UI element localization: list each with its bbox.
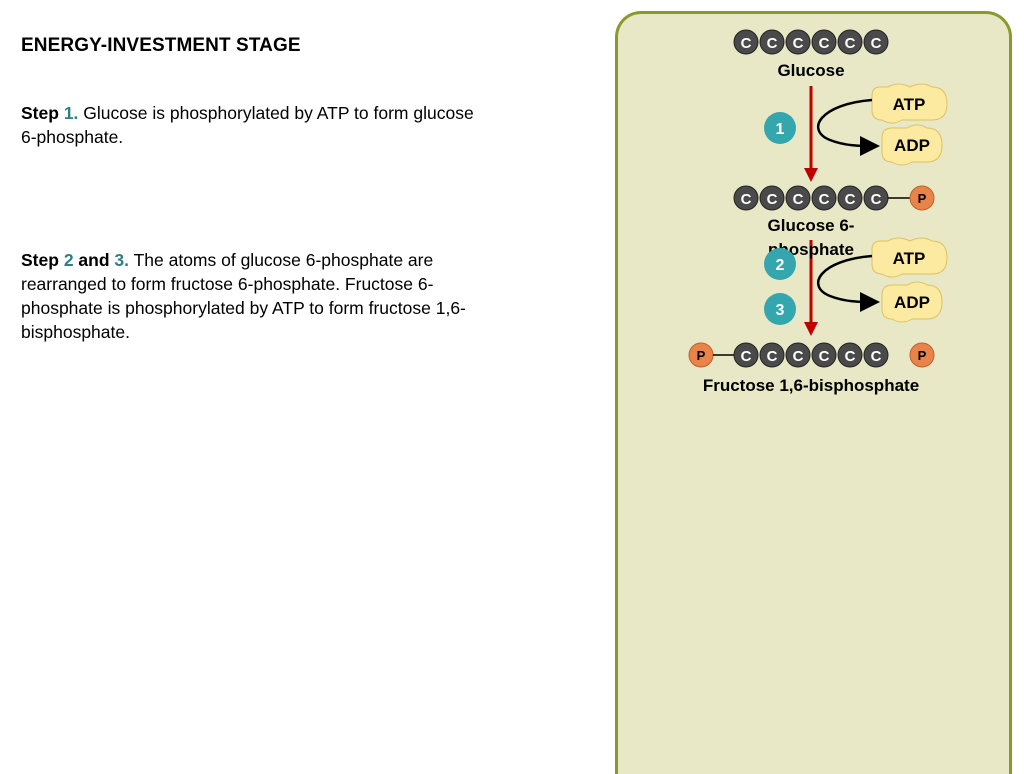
svg-text:ATP: ATP bbox=[893, 95, 926, 114]
glucose-6-phosphate-label-line1: Glucose 6- bbox=[768, 216, 855, 235]
svg-text:C: C bbox=[845, 348, 856, 365]
carbon-atom: C bbox=[811, 342, 837, 368]
carbon-atom: C bbox=[837, 185, 863, 211]
adp-molecule: ADP bbox=[881, 124, 943, 166]
step-1-description: Step 1. Glucose is phosphorylated by ATP… bbox=[21, 101, 481, 149]
step-label: Step bbox=[21, 103, 59, 123]
svg-text:C: C bbox=[767, 191, 778, 208]
page-heading: ENERGY-INVESTMENT STAGE bbox=[21, 35, 301, 56]
svg-text:C: C bbox=[793, 348, 804, 365]
svg-text:C: C bbox=[871, 348, 882, 365]
step-conjunction: and bbox=[78, 250, 110, 270]
reaction-arrow-2 bbox=[804, 240, 818, 336]
svg-text:C: C bbox=[819, 35, 830, 52]
carbon-atom: C bbox=[863, 29, 889, 55]
svg-text:C: C bbox=[845, 191, 856, 208]
glucose-6-phosphate-molecule: C C C C C C P bbox=[733, 185, 935, 211]
carbon-atom: C bbox=[785, 342, 811, 368]
svg-text:C: C bbox=[871, 191, 882, 208]
svg-text:C: C bbox=[741, 191, 752, 208]
glucose-label: Glucose bbox=[777, 61, 844, 80]
carbon-atom: C bbox=[863, 342, 889, 368]
carbon-atom: C bbox=[759, 342, 785, 368]
step-text: The atoms of glucose 6-phosphate are rea… bbox=[21, 250, 466, 342]
step-2-marker: 2 bbox=[764, 248, 796, 280]
carbon-atom: C bbox=[811, 29, 837, 55]
phosphate-group: P bbox=[909, 185, 935, 211]
svg-text:1: 1 bbox=[776, 121, 785, 138]
phosphate-group: P bbox=[909, 342, 935, 368]
svg-text:C: C bbox=[819, 191, 830, 208]
atp-molecule: ATP bbox=[871, 83, 948, 124]
carbon-atom: C bbox=[837, 29, 863, 55]
step-1-marker: 1 bbox=[764, 112, 796, 144]
svg-text:ATP: ATP bbox=[893, 249, 926, 268]
fructose-1-6-bisphosphate-label: Fructose 1,6-bisphosphate bbox=[703, 376, 919, 395]
carbon-atom: C bbox=[785, 29, 811, 55]
carbon-atom: C bbox=[863, 185, 889, 211]
fructose-1-6-bisphosphate-molecule: P C C C C C C P bbox=[688, 342, 935, 368]
atp-to-adp-arrow bbox=[817, 98, 880, 156]
step-3-marker: 3 bbox=[764, 293, 796, 325]
pathway-panel bbox=[615, 11, 1012, 774]
carbon-atom: C bbox=[759, 185, 785, 211]
step-label: Step bbox=[21, 250, 59, 270]
carbon-atom: C bbox=[837, 342, 863, 368]
svg-text:ADP: ADP bbox=[894, 136, 930, 155]
step-number: 1. bbox=[63, 103, 79, 123]
svg-text:C: C bbox=[793, 35, 804, 52]
atp-molecule: ATP bbox=[871, 237, 948, 278]
svg-text:C: C bbox=[767, 35, 778, 52]
carbon-atom: C bbox=[811, 185, 837, 211]
glucose-molecule: C C C C C C bbox=[733, 29, 889, 55]
step-text: Glucose is phosphorylated by ATP to form… bbox=[21, 103, 474, 147]
svg-text:C: C bbox=[767, 348, 778, 365]
svg-text:C: C bbox=[871, 35, 882, 52]
svg-text:ADP: ADP bbox=[894, 293, 930, 312]
svg-text:C: C bbox=[741, 348, 752, 365]
carbon-atom: C bbox=[785, 185, 811, 211]
carbon-atom: C bbox=[733, 185, 759, 211]
carbon-atom: C bbox=[733, 342, 759, 368]
atp-to-adp-arrow bbox=[817, 254, 880, 312]
svg-text:C: C bbox=[741, 35, 752, 52]
step-2-3-description: Step 2 and 3. The atoms of glucose 6-pho… bbox=[21, 248, 501, 344]
svg-text:2: 2 bbox=[776, 257, 785, 274]
svg-text:C: C bbox=[819, 348, 830, 365]
svg-text:P: P bbox=[918, 348, 927, 363]
carbon-atom: C bbox=[759, 29, 785, 55]
phosphate-group: P bbox=[688, 342, 714, 368]
adp-molecule: ADP bbox=[881, 281, 943, 323]
step-number: 3. bbox=[114, 250, 130, 270]
svg-text:P: P bbox=[697, 348, 706, 363]
svg-text:C: C bbox=[793, 191, 804, 208]
reaction-arrow-1 bbox=[804, 86, 818, 182]
svg-text:P: P bbox=[918, 191, 927, 206]
step-number: 2 bbox=[63, 250, 74, 270]
svg-text:3: 3 bbox=[776, 302, 785, 319]
svg-text:C: C bbox=[845, 35, 856, 52]
carbon-atom: C bbox=[733, 29, 759, 55]
